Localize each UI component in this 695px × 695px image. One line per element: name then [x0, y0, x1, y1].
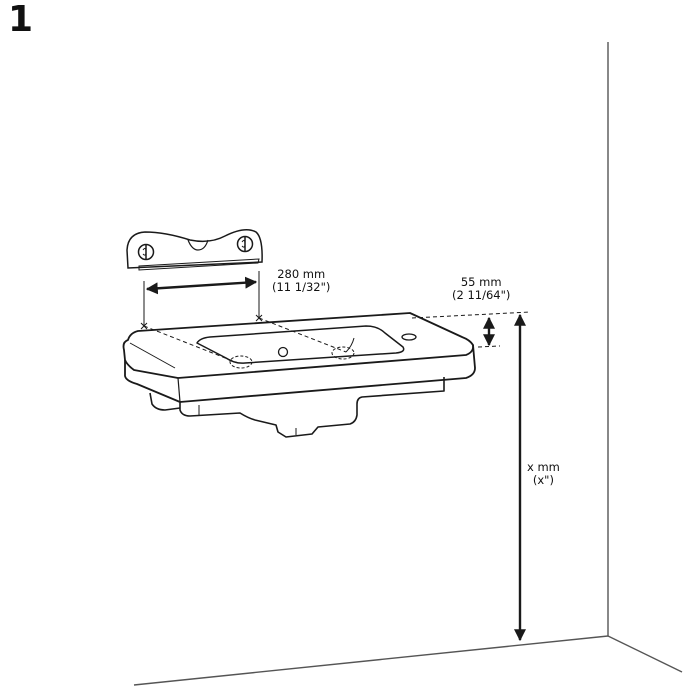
mounting-height-label: x mm (x") [527, 461, 560, 487]
sink-offset-label: 55 mm (2 11/64") [452, 276, 510, 302]
floor-line-left [133, 635, 609, 686]
bracket-spacing-dimension [140, 271, 263, 330]
room-outline [133, 42, 683, 686]
step-number: 1 [8, 0, 34, 40]
washbasin [122, 312, 476, 438]
mounting-height-imperial: (x") [532, 473, 554, 487]
bracket-spacing-metric: 280 mm [277, 267, 326, 281]
floor-line-right [607, 635, 683, 673]
bracket-spacing-imperial: (11 1/32") [272, 280, 331, 294]
wall-bracket [126, 229, 263, 271]
sink-height-offset-dimension [411, 311, 531, 348]
sink-offset-imperial: (2 11/64") [452, 288, 511, 302]
sink-offset-metric: 55 mm [460, 275, 502, 289]
bracket-spacing-label: 280 mm (11 1/32") [272, 268, 330, 294]
mounting-height-metric: x mm [527, 460, 560, 474]
